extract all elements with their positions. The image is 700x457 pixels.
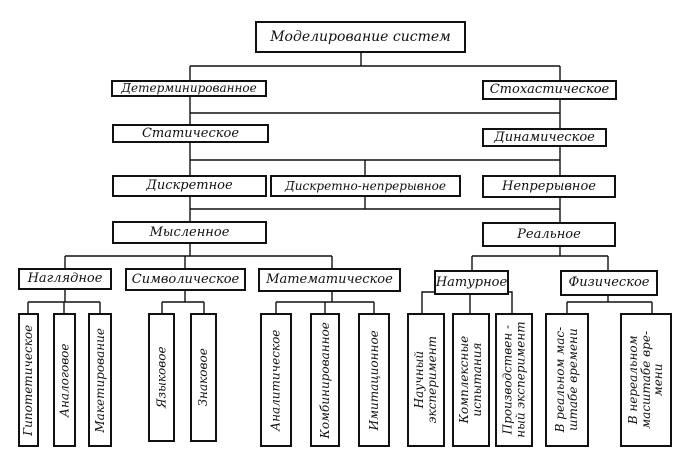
- leaf-label: Макетирование: [92, 327, 107, 433]
- node-continuous: Непрерывное: [482, 175, 616, 198]
- leaf-simulation: Имитационное: [358, 313, 390, 447]
- leaf-label: Языковое: [154, 346, 169, 409]
- leaf-label: Знаковое: [196, 348, 211, 407]
- node-stochastic: Стохастическое: [482, 80, 617, 100]
- node-dynamic: Динамическое: [482, 128, 607, 147]
- node-visual: Наглядное: [18, 268, 112, 290]
- node-label: Наглядное: [27, 271, 103, 287]
- node-label: Стохастическое: [489, 82, 610, 98]
- leaf-realtime: В реальном мас- штабе времени: [545, 313, 589, 447]
- node-label: Символическое: [131, 271, 240, 287]
- leaf-label: Аналоговое: [57, 343, 72, 417]
- node-natural: Натурное: [434, 270, 509, 295]
- node-mental: Мысленное: [112, 221, 267, 244]
- node-static: Статическое: [112, 124, 269, 143]
- node-label: Натурное: [435, 274, 508, 290]
- leaf-label: Аналитическое: [268, 329, 283, 431]
- node-mathematical: Математическое: [258, 268, 401, 292]
- node-label: Детерминированное: [121, 81, 257, 96]
- leaf-label: Гипотетическое: [21, 324, 36, 436]
- node-label: Дискретно-непрерывное: [285, 178, 446, 193]
- leaf-non-realtime: В нереальном масштабе вре- мени: [620, 313, 672, 447]
- node-determined: Детерминированное: [111, 80, 267, 97]
- node-real: Реальное: [482, 222, 616, 247]
- leaf-label: Производствен - ный эксперимент: [500, 321, 527, 439]
- node-physical: Физическое: [560, 270, 658, 296]
- node-label: Моделирование систем: [270, 28, 451, 45]
- node-discrete: Дискретное: [112, 175, 267, 197]
- leaf-combined: Комбинированное: [310, 313, 340, 447]
- node-label: Дискретное: [146, 178, 233, 194]
- leaf-label: Комплексные испытания: [457, 336, 485, 424]
- leaf-linguistic: Языковое: [148, 313, 175, 442]
- leaf-production-experiment: Производствен - ный эксперимент: [495, 313, 533, 447]
- node-modeling-systems: Моделирование систем: [255, 21, 466, 53]
- leaf-label: Комбинированное: [317, 321, 332, 439]
- node-label: Физическое: [568, 275, 650, 291]
- leaf-mockup: Макетирование: [88, 313, 112, 447]
- node-label: Статическое: [141, 125, 240, 141]
- node-label: Математическое: [266, 272, 393, 288]
- node-label: Мысленное: [149, 224, 230, 240]
- leaf-label: В нереальном масштабе вре- мени: [626, 331, 666, 429]
- leaf-analytical: Аналитическое: [260, 313, 292, 447]
- leaf-label: Научный эксперимент: [412, 336, 439, 424]
- leaf-complex-tests: Комплексные испытания: [452, 313, 490, 447]
- leaf-label: В реальном мас- штабе времени: [553, 327, 581, 433]
- node-label: Динамическое: [494, 129, 595, 145]
- node-label: Реальное: [517, 226, 581, 242]
- leaf-sign: Знаковое: [190, 313, 217, 442]
- node-label: Непрерывное: [502, 178, 596, 194]
- leaf-scientific-experiment: Научный эксперимент: [407, 313, 445, 447]
- leaf-label: Имитационное: [366, 329, 381, 431]
- leaf-hypothetical: Гипотетическое: [18, 313, 39, 447]
- leaf-analog: Аналоговое: [53, 313, 76, 447]
- node-symbolic: Символическое: [125, 268, 246, 291]
- node-discrete-continuous: Дискретно-непрерывное: [270, 175, 461, 197]
